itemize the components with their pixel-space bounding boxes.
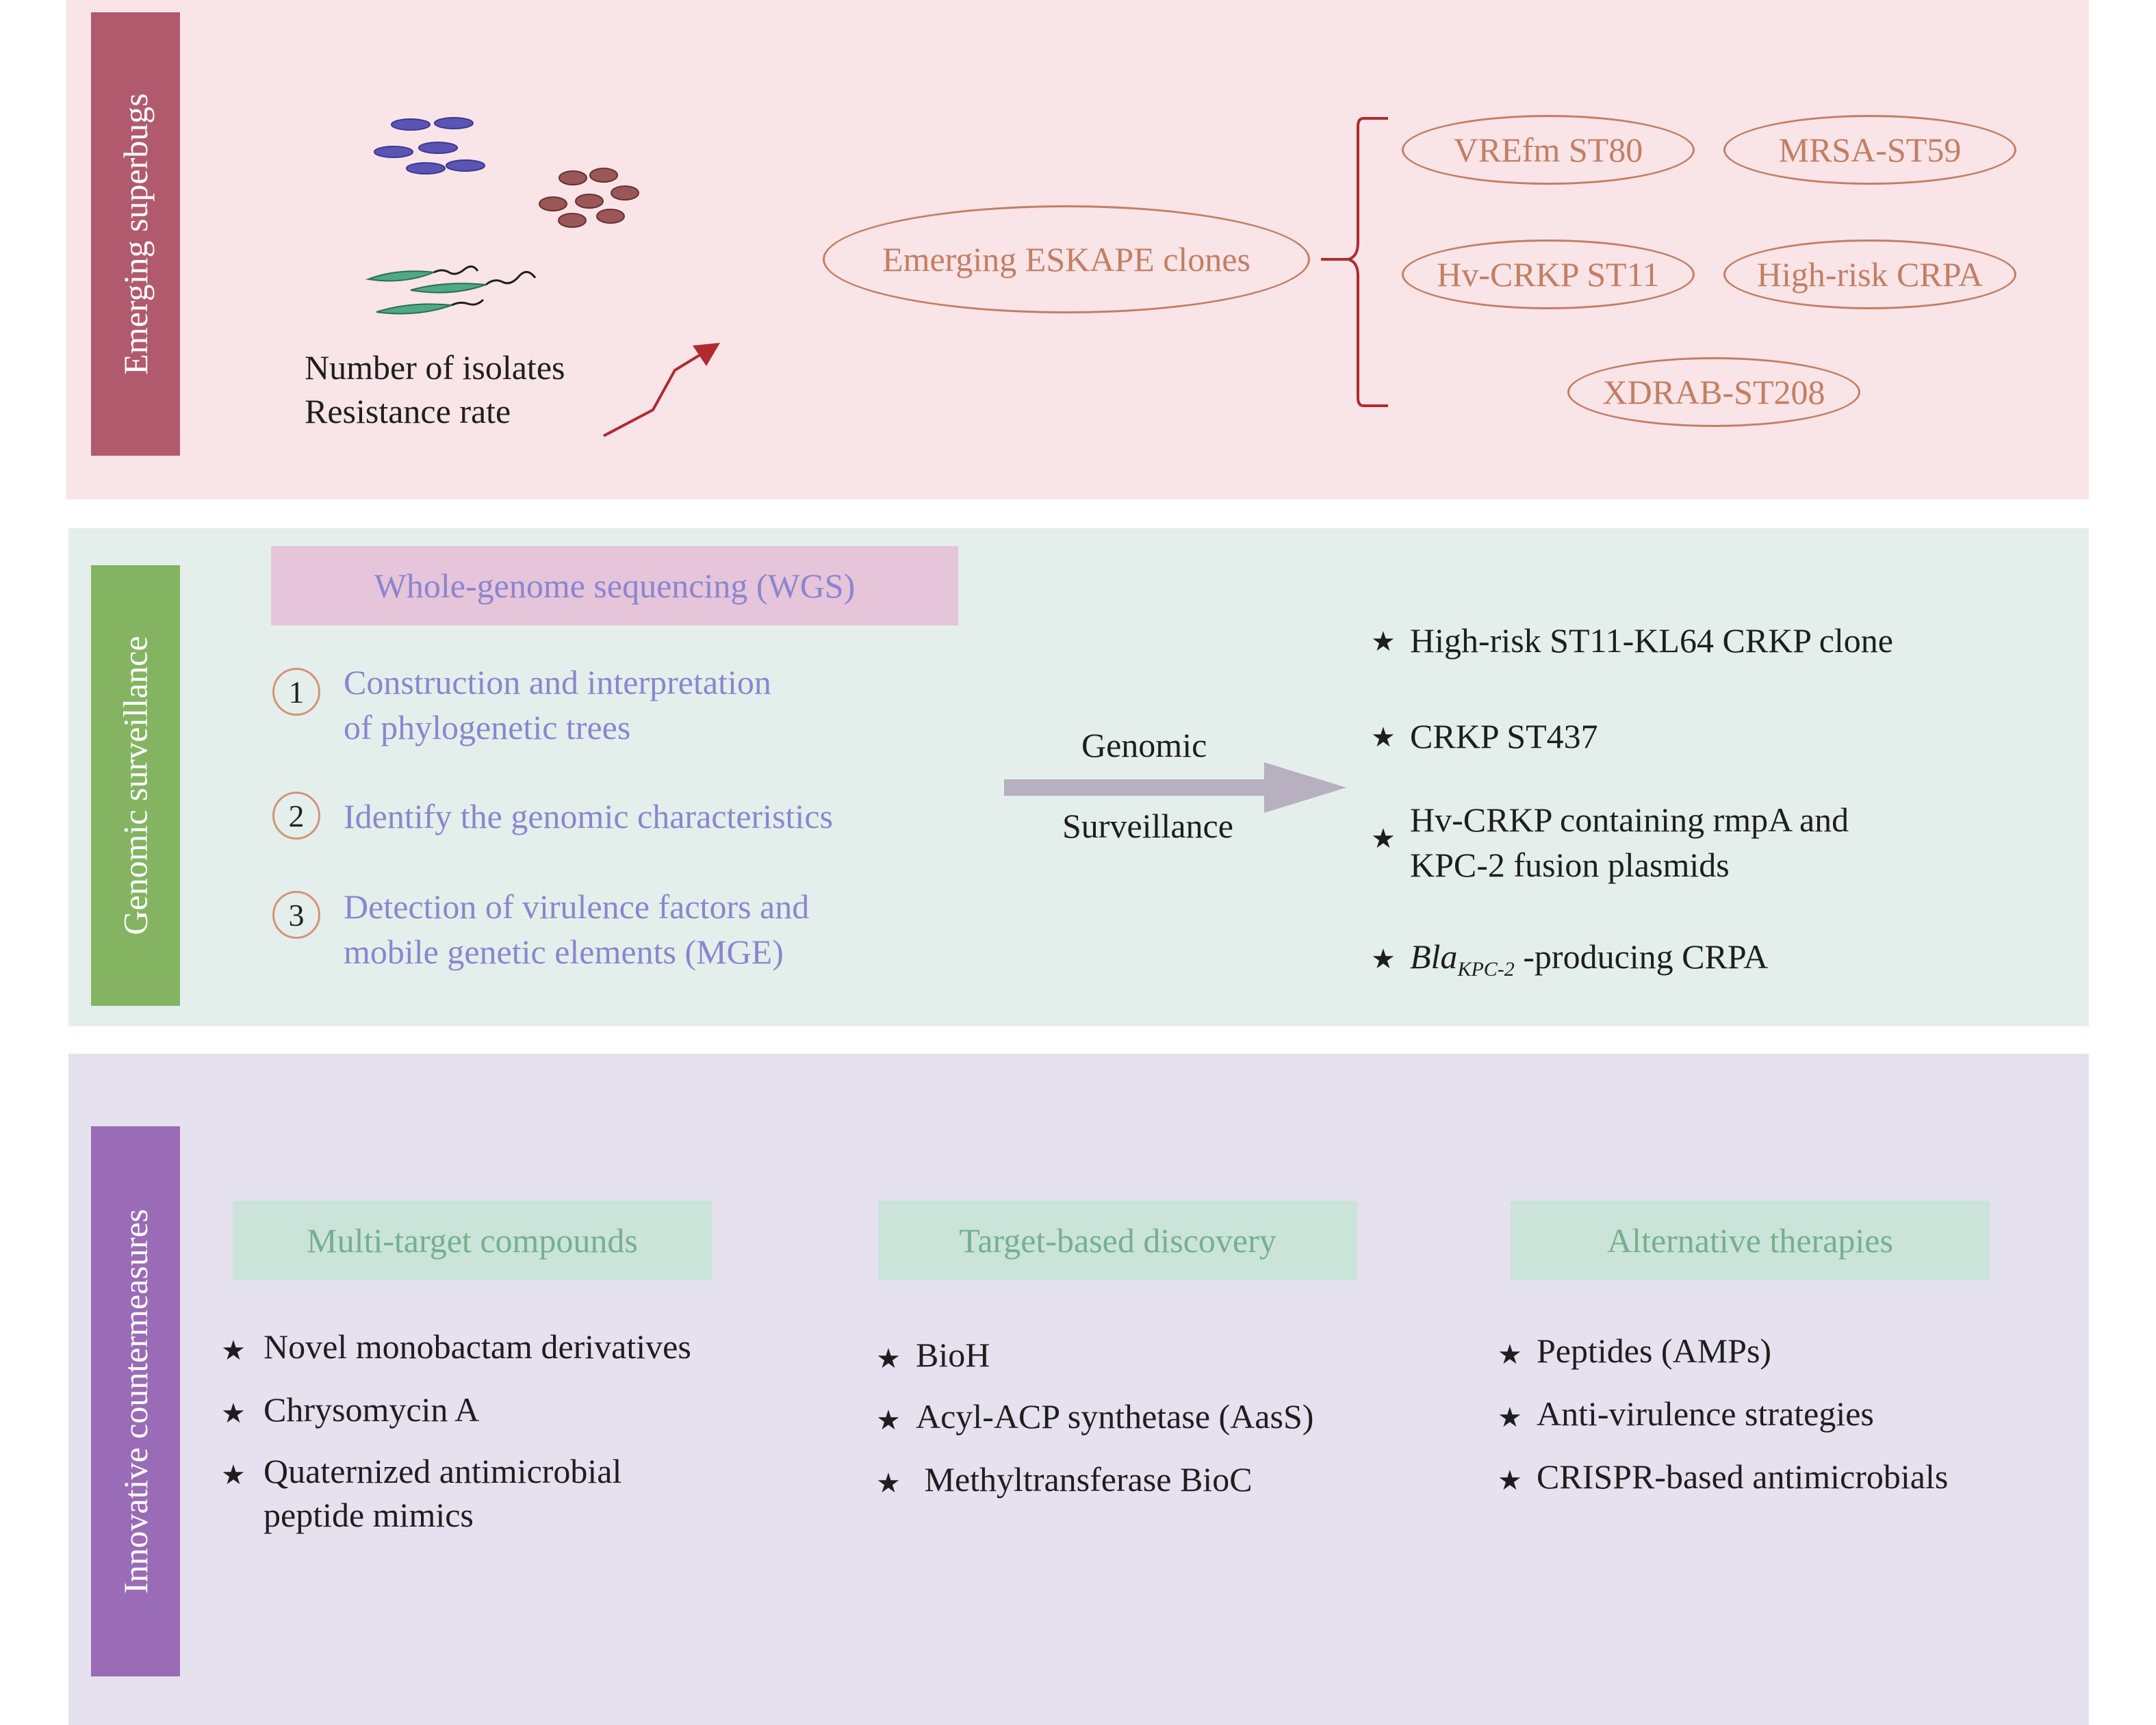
clone-oval-hvcrkp: Hv-CRKP ST11 — [1402, 239, 1695, 309]
cocci-bacteria-brown — [539, 168, 639, 228]
col1-item-2-star: ★ — [221, 1398, 246, 1429]
flagellated-bacteria-green — [365, 265, 537, 315]
col1-item-3-star: ★ — [221, 1460, 246, 1490]
col1-item-2: Chrysomycin A — [264, 1390, 480, 1429]
trend-up-arrow — [603, 343, 720, 437]
finding-4-subscript: KPC-2 — [1457, 958, 1515, 981]
col1-item-3-line-1: Quaternized antimicrobial — [264, 1452, 622, 1490]
step-number-2: 2 — [272, 792, 320, 840]
col2-item-1: BioH — [916, 1336, 990, 1374]
step-3-line-2: mobile genetic elements (MGE) — [344, 933, 784, 971]
trend-line-2: Resistance rate — [305, 392, 511, 430]
step-3-line-1: Detection of virulence factors and — [344, 887, 810, 926]
step-2-line-1: Identify the genomic characteristics — [344, 797, 833, 835]
col3-item-1: Peptides (AMPs) — [1537, 1332, 1772, 1370]
finding-4-text: BlaKPC-2 -producing CRPA — [1410, 935, 1768, 991]
col2-item-2: Acyl-ACP synthetase (AasS) — [916, 1397, 1314, 1436]
countermeasures-side-label: Innovative countermeasures — [91, 1126, 180, 1676]
col3-item-2-star: ★ — [1498, 1402, 1522, 1433]
step-1-line-1: Construction and interpretation — [344, 663, 771, 701]
trend-line-1: Number of isolates — [305, 348, 565, 387]
col3-item-1-star: ★ — [1498, 1339, 1522, 1370]
finding-2-star: ★ — [1371, 722, 1396, 753]
surveillance-side-label: Genomic surveillance — [91, 565, 180, 1006]
arrow-label-genomic: Genomic — [1081, 726, 1207, 764]
step-number-3: 3 — [272, 891, 320, 939]
countermeasures-label-text: Innovative countermeasures — [116, 1208, 155, 1594]
superbugs-label-text: Emerging superbugs — [116, 93, 155, 375]
col2-item-2-star: ★ — [876, 1405, 901, 1436]
clone-brace — [1321, 117, 1388, 407]
col1-item-1: Novel monobactam derivatives — [264, 1327, 691, 1366]
step-number-1: 1 — [272, 668, 320, 716]
col1-item-3-line-2: peptide mimics — [264, 1496, 474, 1534]
col3-item-3: CRISPR-based antimicrobials — [1537, 1457, 1949, 1496]
surveillance-label-text: Genomic surveillance — [116, 636, 155, 935]
genomic-surveillance-arrow — [1004, 762, 1346, 813]
clone-oval-mrsa: MRSA-ST59 — [1723, 115, 2016, 185]
step-1-line-2: of phylogenetic trees — [344, 708, 631, 747]
finding-4-star: ★ — [1371, 944, 1396, 974]
col3-item-3-star: ★ — [1498, 1465, 1522, 1496]
wgs-header: Whole-genome sequencing (WGS) — [271, 546, 958, 625]
col2-item-3: Methyltransferase BioC — [916, 1460, 1253, 1499]
finding-1-star: ★ — [1371, 626, 1396, 657]
clone-oval-crpa: High-risk CRPA — [1723, 239, 2016, 309]
finding-2-text: CRKP ST437 — [1410, 717, 1598, 755]
bacteria-illustration — [365, 117, 639, 315]
countermeasures-panel — [68, 1054, 2089, 1725]
column-header-target-based: Target-based discovery — [878, 1201, 1357, 1280]
col3-item-2: Anti-virulence strategies — [1537, 1395, 1874, 1433]
finding-3-star: ★ — [1371, 823, 1396, 854]
column-header-multi-target: Multi-target compounds — [233, 1201, 712, 1280]
eskape-center-oval: Emerging ESKAPE clones — [823, 205, 1310, 313]
superbugs-side-label: Emerging superbugs — [91, 12, 180, 456]
col2-item-1-star: ★ — [876, 1343, 901, 1374]
finding-1-text: High-risk ST11-KL64 CRKP clone — [1410, 621, 1893, 660]
column-header-alternative: Alternative therapies — [1511, 1201, 1990, 1280]
finding-3-line-2: KPC-2 fusion plasmids — [1410, 846, 1730, 884]
arrow-label-surveillance: Surveillance — [1062, 807, 1233, 845]
clone-oval-vrefm: VREfm ST80 — [1402, 115, 1695, 185]
finding-3-line-1: Hv-CRKP containing rmpA and — [1410, 801, 1849, 839]
finding-4-italic: Bla — [1410, 937, 1458, 976]
col1-item-1-star: ★ — [221, 1335, 246, 1366]
finding-4-rest: -producing CRPA — [1514, 937, 1769, 976]
clone-oval-xdrab: XDRAB-ST208 — [1567, 357, 1860, 427]
col2-item-3-star: ★ — [876, 1468, 901, 1499]
rod-bacteria-blue — [374, 117, 485, 174]
